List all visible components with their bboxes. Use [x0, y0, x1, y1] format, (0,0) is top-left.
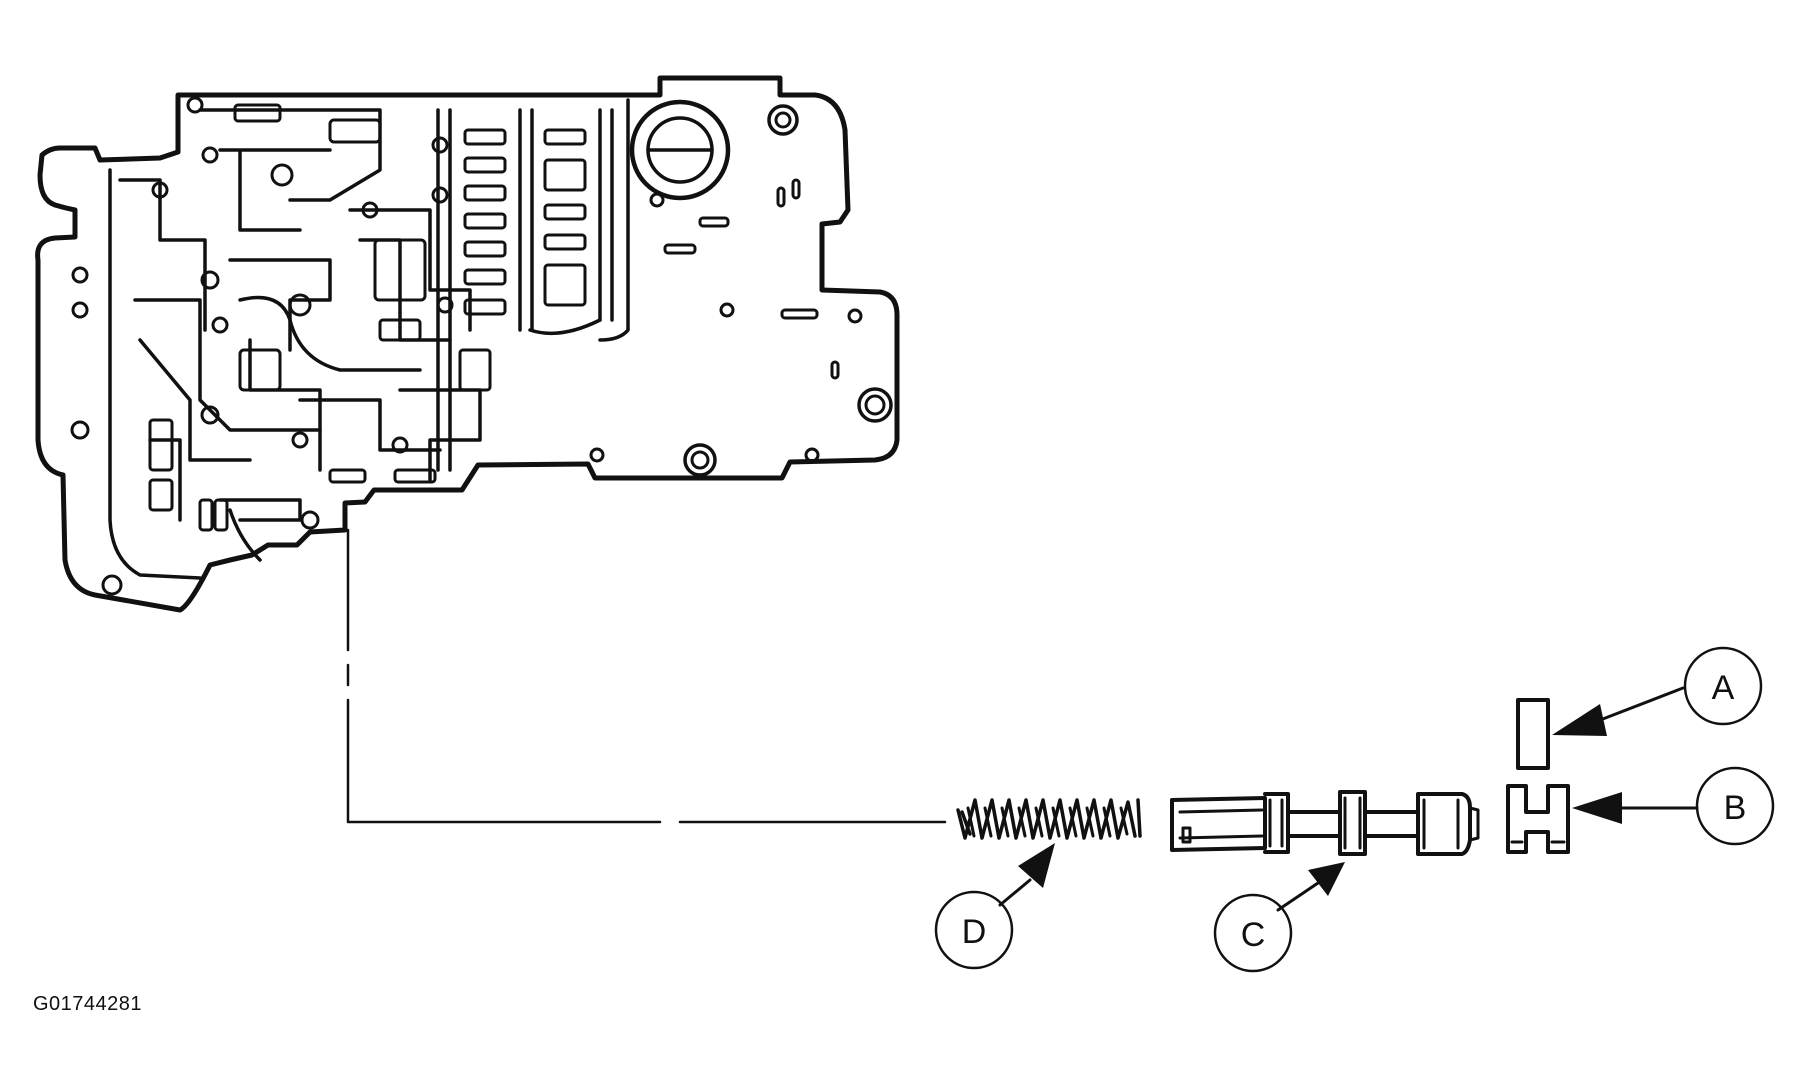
valve-spool-icon: [1170, 790, 1480, 856]
callout-d: D: [934, 890, 1014, 970]
figure-id-label: G01744281: [33, 993, 143, 1015]
callout-d-label: D: [962, 913, 987, 951]
callout-b: B: [1695, 766, 1775, 846]
callout-arrow-a: [1552, 686, 1685, 736]
callout-a-label: A: [1712, 669, 1735, 707]
retainer-clip-icon: [1506, 784, 1570, 854]
valve-body-icon: [35, 75, 900, 613]
callout-arrow-b: [1572, 792, 1699, 824]
callout-c-label: C: [1241, 916, 1266, 954]
callout-a: A: [1683, 646, 1763, 726]
bore-leader-line: [346, 528, 947, 824]
callout-arrow-d: [998, 843, 1055, 907]
callout-b-label: B: [1724, 789, 1747, 827]
callout-arrow-c: [1276, 862, 1345, 912]
coil-spring-icon: [956, 798, 1142, 840]
callout-c: C: [1213, 893, 1293, 973]
valve-plug-icon: [1516, 698, 1550, 770]
